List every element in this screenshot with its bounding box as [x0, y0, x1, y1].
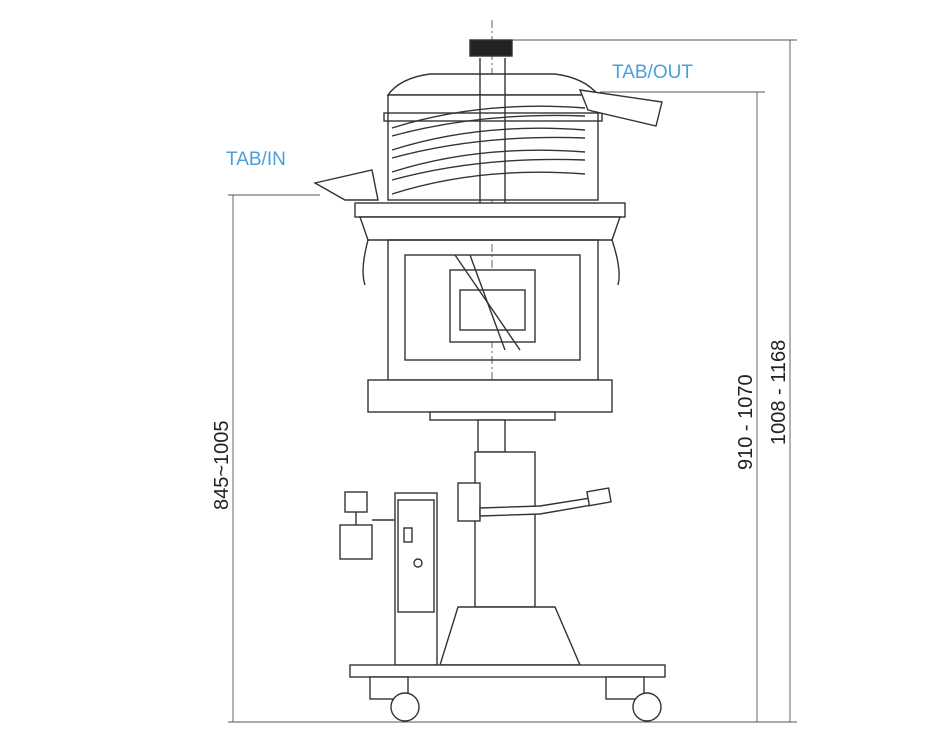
pneumatic-unit [344, 491, 368, 513]
spiral-chamber [383, 58, 603, 240]
control-box [394, 492, 438, 666]
column-upper [477, 419, 506, 453]
tab-in-chute [313, 169, 379, 201]
total-height-dimension: 1008 - 1168 [768, 340, 790, 445]
outfeed-height-dimension: 910 - 1070 [735, 374, 757, 470]
tab-out-label: TAB/OUT [612, 62, 693, 83]
column [474, 451, 536, 608]
dome-cover [386, 73, 600, 96]
base-plate [367, 379, 613, 413]
skirt [362, 239, 620, 286]
pedestal [439, 606, 582, 666]
infeed-height-dimension: 845~1005 [211, 420, 233, 510]
tab-out-chute [578, 89, 663, 127]
castor-wheels [369, 676, 662, 722]
top-knob [469, 39, 513, 57]
trolley-platform [349, 664, 666, 678]
dimension-lines [228, 20, 797, 723]
tab-in-label: TAB/IN [226, 149, 286, 170]
flange [354, 202, 626, 218]
drive-frame [404, 254, 581, 361]
